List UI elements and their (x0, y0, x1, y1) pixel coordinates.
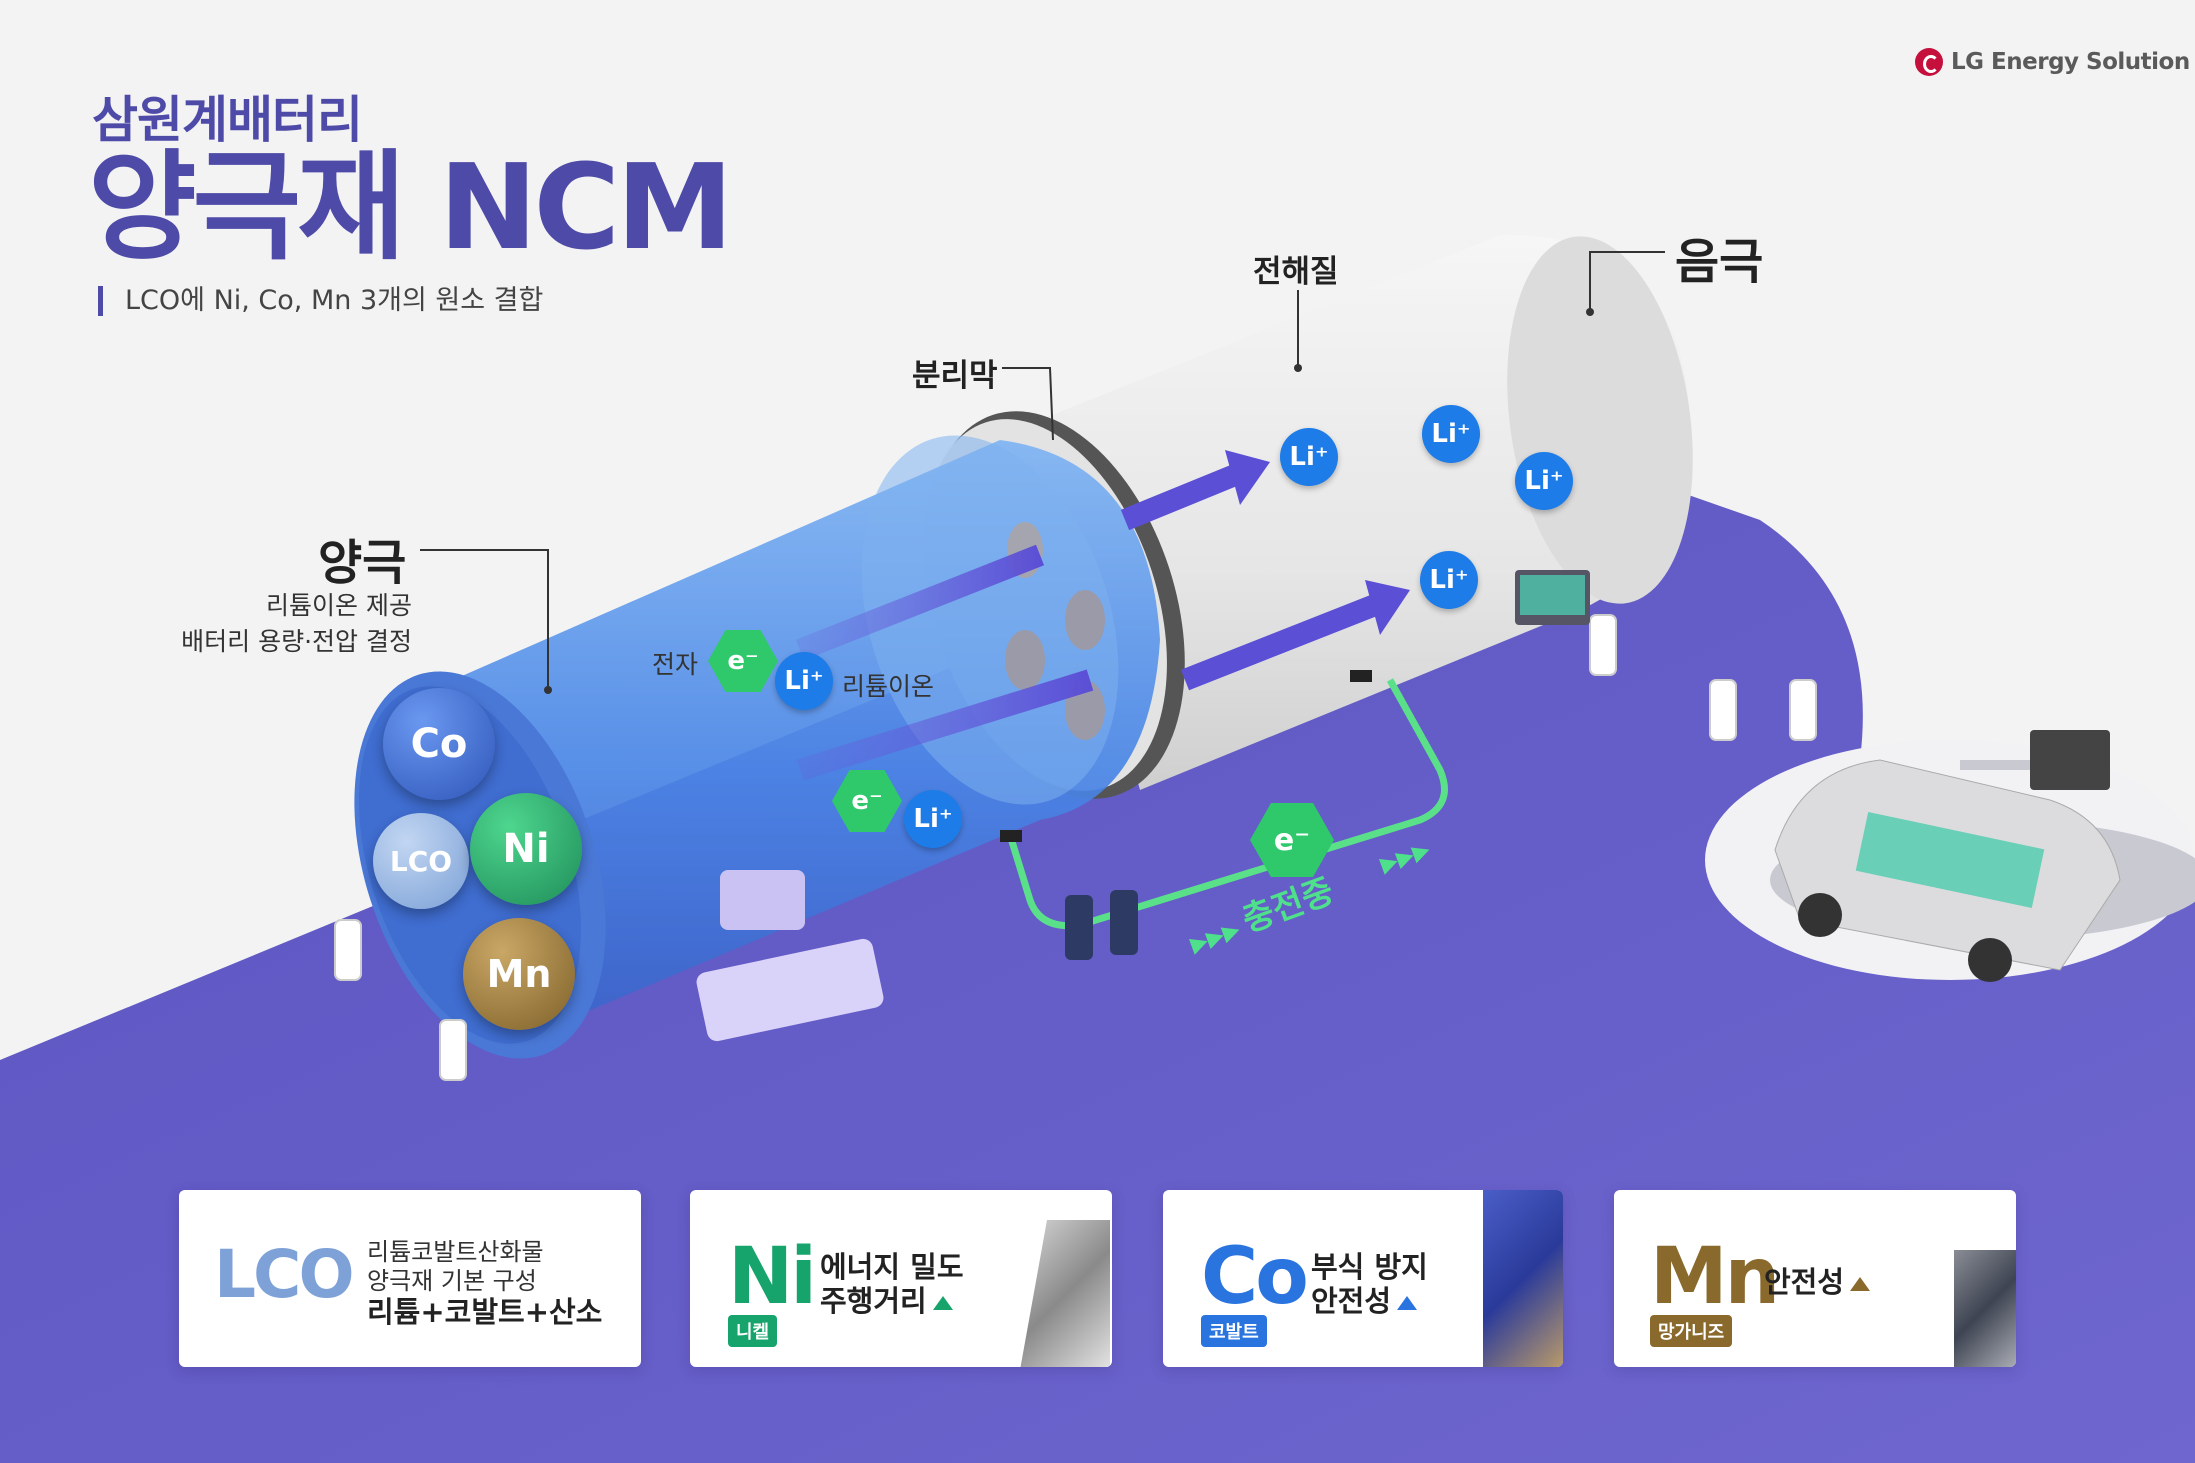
card-mn-line1: 안전성 (1764, 1265, 1845, 1299)
brand-logo: LG Energy Solution (1915, 48, 2190, 76)
card-co-line1: 부식 방지 (1311, 1250, 1428, 1284)
card-co-symbol: Co (1201, 1232, 1309, 1322)
card-nickel: Ni 니켈 에너지 밀도 주행거리 (690, 1190, 1112, 1367)
page-subtitle: 삼원계배터리 (92, 91, 363, 149)
card-cobalt: Co 코발트 부식 방지 안전성 (1163, 1190, 1563, 1367)
anode-label: 음극 (1675, 234, 1764, 290)
cathode-desc-line2: 배터리 용량·전압 결정 (181, 627, 412, 656)
card-mn-symbol: Mn (1650, 1232, 1780, 1322)
page-title: 양극재 NCM (88, 138, 734, 276)
lithium-ion-label: 리튬이온 (842, 672, 935, 701)
lithium-ion-icon: Li⁺ (775, 652, 833, 710)
lithium-ion-icon: Li⁺ (1422, 405, 1480, 463)
up-arrow-icon (1397, 1296, 1418, 1310)
card-lco: LCO 리튬코발트산화물 양극재 기본 구성 리튬+코발트+산소 (179, 1190, 641, 1367)
lco-ball: LCO (373, 813, 469, 909)
card-lco-bold: 리튬+코발트+산소 (367, 1295, 603, 1329)
card-manganese: Mn 망가니즈 안전성 (1614, 1190, 2016, 1367)
card-ni-tag: 니켈 (728, 1315, 778, 1347)
up-arrow-icon (1850, 1277, 1871, 1291)
card-co-tag: 코발트 (1201, 1315, 1267, 1347)
cathode-label: 양극 (318, 535, 407, 591)
card-co-text: 부식 방지 안전성 (1311, 1250, 1428, 1318)
electron-icon: e⁻ (708, 630, 778, 692)
electron-icon: e⁻ (832, 770, 902, 832)
lithium-ion-icon: Li⁺ (904, 790, 962, 848)
page-description: LCO에 Ni, Co, Mn 3개의 원소 결합 (98, 286, 543, 316)
cobalt-ore-image (1483, 1190, 1563, 1367)
card-co-line2: 안전성 (1311, 1284, 1392, 1318)
nickel-ore-image (1020, 1220, 1110, 1367)
cathode-desc-line1: 리튬이온 제공 (266, 591, 412, 620)
nickel-ball: Ni (470, 793, 582, 905)
electron-label: 전자 (652, 650, 699, 679)
card-ni-line2: 주행거리 (820, 1284, 927, 1318)
cathode-description: 리튬이온 제공 배터리 용량·전압 결정 (150, 588, 412, 660)
card-lco-line1: 리튬코발트산화물 (367, 1238, 544, 1266)
up-arrow-icon (932, 1296, 953, 1310)
manganese-ball: Mn (463, 918, 575, 1030)
card-ni-text: 에너지 밀도 주행거리 (820, 1250, 964, 1318)
cobalt-ball: Co (383, 688, 495, 800)
lithium-ion-icon: Li⁺ (1420, 551, 1478, 609)
charging-wire (1006, 678, 1448, 930)
card-lco-line2: 양극재 기본 구성 (367, 1267, 537, 1295)
lithium-ion-icon: Li⁺ (1515, 452, 1573, 510)
manganese-ore-image (1954, 1250, 2016, 1367)
lg-logo-icon (1915, 48, 1943, 76)
lithium-ion-icon: Li⁺ (1280, 428, 1338, 486)
card-mn-text: 안전성 (1764, 1265, 1871, 1299)
card-lco-text: 리튬코발트산화물 양극재 기본 구성 리튬+코발트+산소 (367, 1238, 602, 1327)
card-ni-line1: 에너지 밀도 (820, 1250, 964, 1284)
electrolyte-label: 전해질 (1253, 254, 1339, 290)
card-lco-symbol: LCO (214, 1236, 355, 1313)
separator-label: 분리막 (912, 358, 998, 394)
ev-car (1770, 759, 2195, 982)
brand-name: LG Energy Solution (1951, 49, 2190, 75)
card-mn-tag: 망가니즈 (1650, 1315, 1733, 1347)
card-ni-symbol: Ni (728, 1232, 817, 1322)
